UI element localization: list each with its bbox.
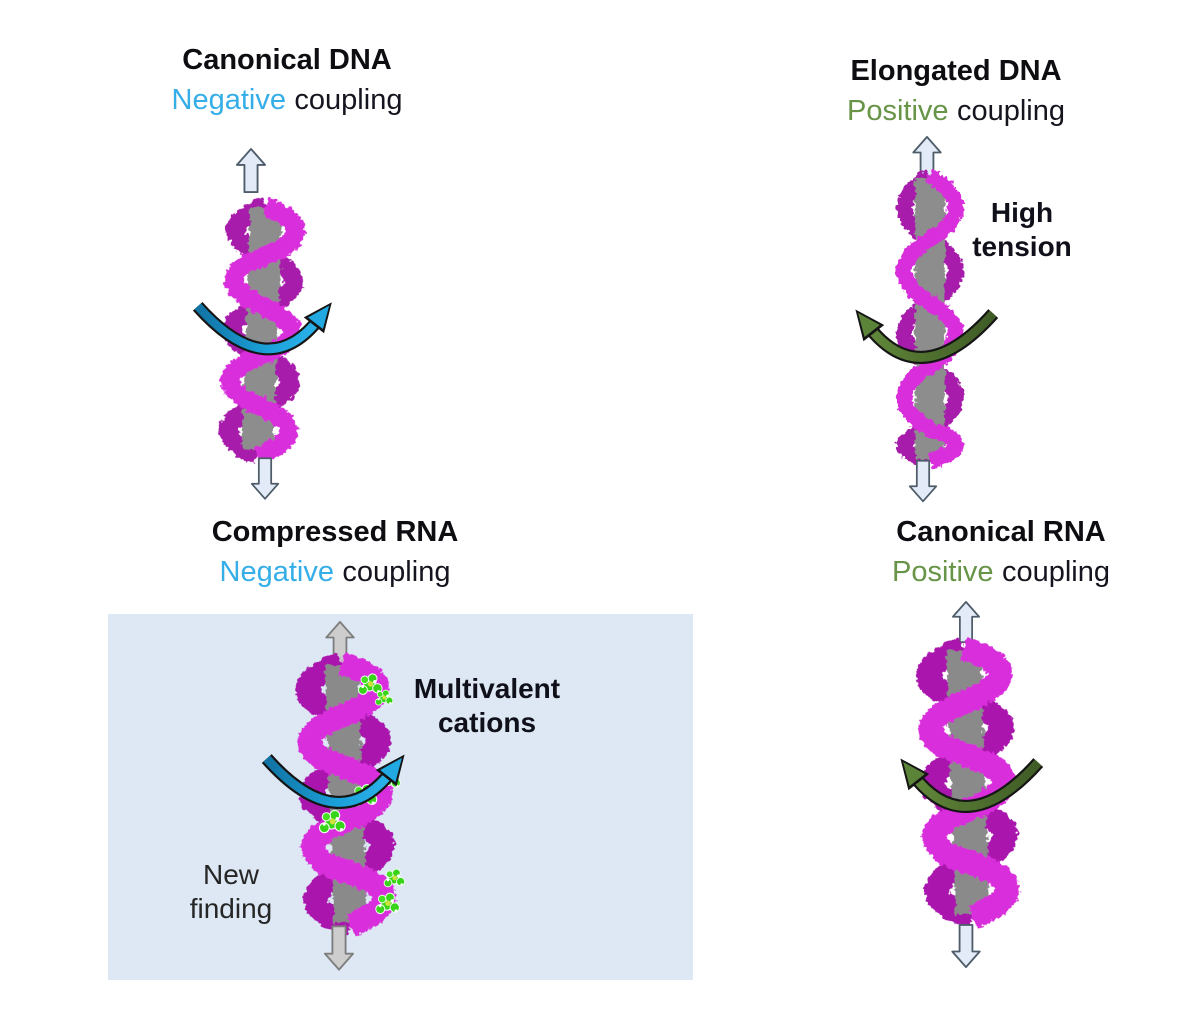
multivalent-cations-label: Multivalent cations [413, 673, 561, 739]
page-title: Canonical DNA [182, 44, 392, 76]
coupling-sign-word: Positive [847, 95, 949, 127]
page-title: Canonical RNA [896, 516, 1106, 548]
coupling-sign-word: Negative [171, 84, 287, 116]
high-tension-label: High tension [972, 197, 1072, 263]
coupling-word: coupling [956, 95, 1065, 127]
coupling-word: coupling [342, 556, 451, 588]
overtwist-torque-arrow-icon [866, 752, 1066, 826]
coupling-sign-word: Negative [219, 556, 335, 588]
page-title: Elongated DNA [850, 55, 1062, 87]
coupling-word: coupling [294, 84, 403, 116]
coupling-sign-word: Positive [892, 556, 994, 588]
down-block-arrow-icon [951, 924, 981, 968]
up-block-arrow-icon [952, 601, 980, 643]
new-finding-highlight-box [108, 614, 693, 980]
page-title: Compressed RNA [211, 516, 459, 548]
coupling-word: coupling [1001, 556, 1110, 588]
new-finding-label: New finding [189, 859, 273, 925]
